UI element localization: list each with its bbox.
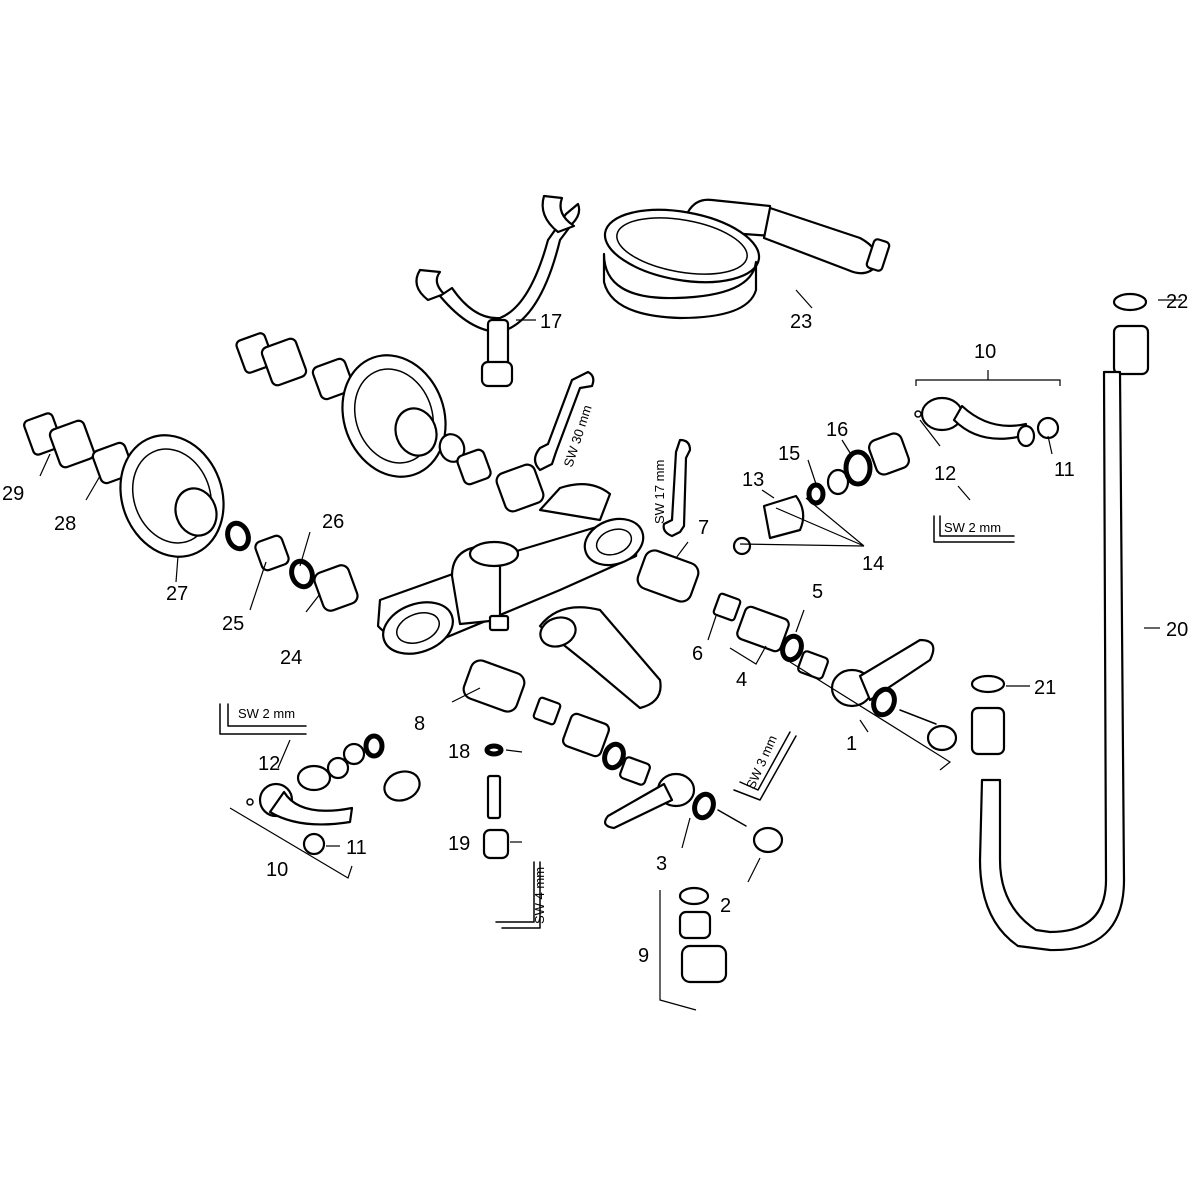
callout-19: 19 [448, 833, 470, 855]
callout-22: 22 [1166, 291, 1188, 313]
callout-23: 23 [790, 311, 812, 333]
callout-21: 21 [1034, 677, 1056, 699]
callout-13: 13 [742, 469, 764, 491]
callout-24: 24 [280, 647, 302, 669]
callout-5: 5 [812, 581, 823, 603]
lever-upper [914, 396, 1060, 448]
label-sw-2-upper: SW 2 mm [944, 520, 1001, 535]
callout-25: 25 [222, 613, 244, 635]
callout-12-lower: 12 [258, 753, 280, 775]
label-sw-2-lower: SW 2 mm [238, 706, 295, 721]
callout-17: 17 [540, 311, 562, 333]
callout-18: 18 [448, 741, 470, 763]
tools [219, 370, 1015, 929]
callout-labels: 1 2 3 4 5 6 7 8 9 10 10 11 11 12 12 13 1… [2, 291, 1188, 967]
callout-11-upper: 11 [1054, 459, 1075, 481]
callout-14: 14 [862, 553, 884, 575]
callout-10-lower: 10 [266, 859, 288, 881]
callout-26: 26 [322, 511, 344, 533]
callout-3: 3 [656, 853, 667, 875]
leader-lines [39, 289, 1182, 1011]
callout-2: 2 [720, 895, 731, 917]
callout-8: 8 [414, 713, 425, 735]
upper-connector-set [235, 332, 545, 513]
callout-15: 15 [778, 443, 800, 465]
mixer-body [376, 483, 662, 710]
callout-9: 9 [638, 945, 649, 967]
callout-27: 27 [166, 583, 188, 605]
shower-hose [970, 292, 1150, 952]
callout-29: 29 [2, 483, 24, 505]
right-valve-assembly [636, 432, 958, 752]
left-connector-set [23, 412, 359, 612]
callout-16: 16 [826, 419, 848, 441]
label-sw-17: SW 17 mm [652, 460, 667, 524]
callout-12-upper: 12 [934, 463, 956, 485]
label-sw-4: SW 4 mm [532, 867, 547, 924]
callout-10-upper: 10 [974, 341, 996, 363]
callout-4: 4 [736, 669, 747, 691]
callout-1: 1 [846, 733, 857, 755]
left-valve-assembly [246, 659, 784, 856]
callout-7: 7 [698, 517, 709, 539]
aerator-and-diverter [482, 743, 728, 984]
callout-6: 6 [692, 643, 703, 665]
callout-11-lower: 11 [346, 837, 367, 859]
hand-shower [602, 198, 891, 320]
shower-holder [415, 194, 581, 388]
callout-28: 28 [54, 513, 76, 535]
callout-20: 20 [1166, 619, 1188, 641]
